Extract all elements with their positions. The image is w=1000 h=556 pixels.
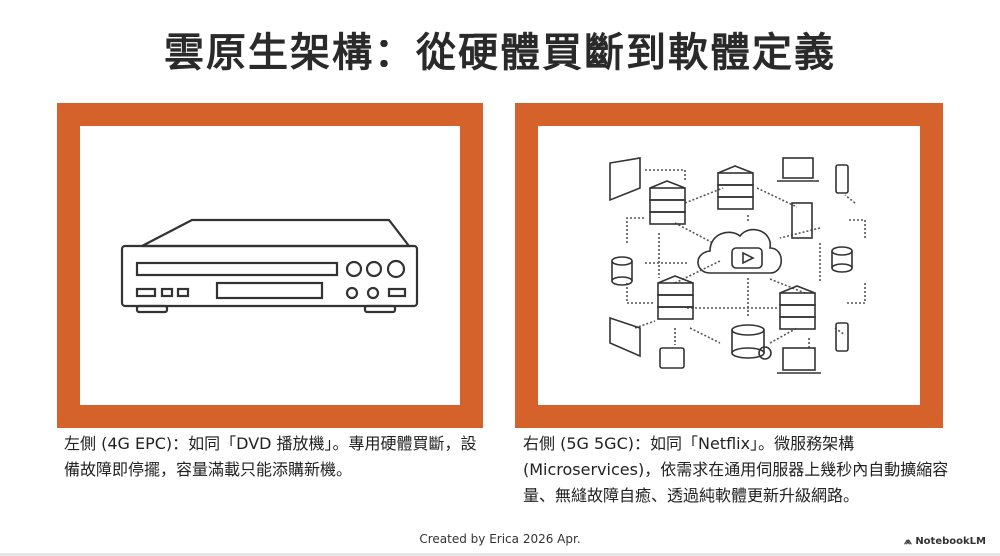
bottom-divider	[0, 553, 1000, 556]
left-description: 左側 (4G EPC)：如同「DVD 播放機」。專用硬體買斷，設備故障即停擺，容…	[64, 434, 477, 479]
notebooklm-logo-icon: ⩕	[903, 536, 916, 547]
right-description: 右側 (5G 5GC)：如同「Netflix」。微服務架構 (Microserv…	[523, 434, 949, 505]
footer-credit: Created by Erica 2026 Apr.	[419, 532, 581, 546]
page-title: 雲原生架構：從硬體買斷到軟體定義	[164, 30, 836, 76]
dvd-player-icon	[120, 218, 419, 314]
notebooklm-brand: ⩕ NotebookLM	[904, 536, 986, 547]
microservices-network-icon	[609, 157, 866, 374]
brand-label: NotebookLM	[915, 536, 986, 547]
left-image-frame	[57, 103, 483, 428]
right-image-frame	[515, 103, 943, 428]
